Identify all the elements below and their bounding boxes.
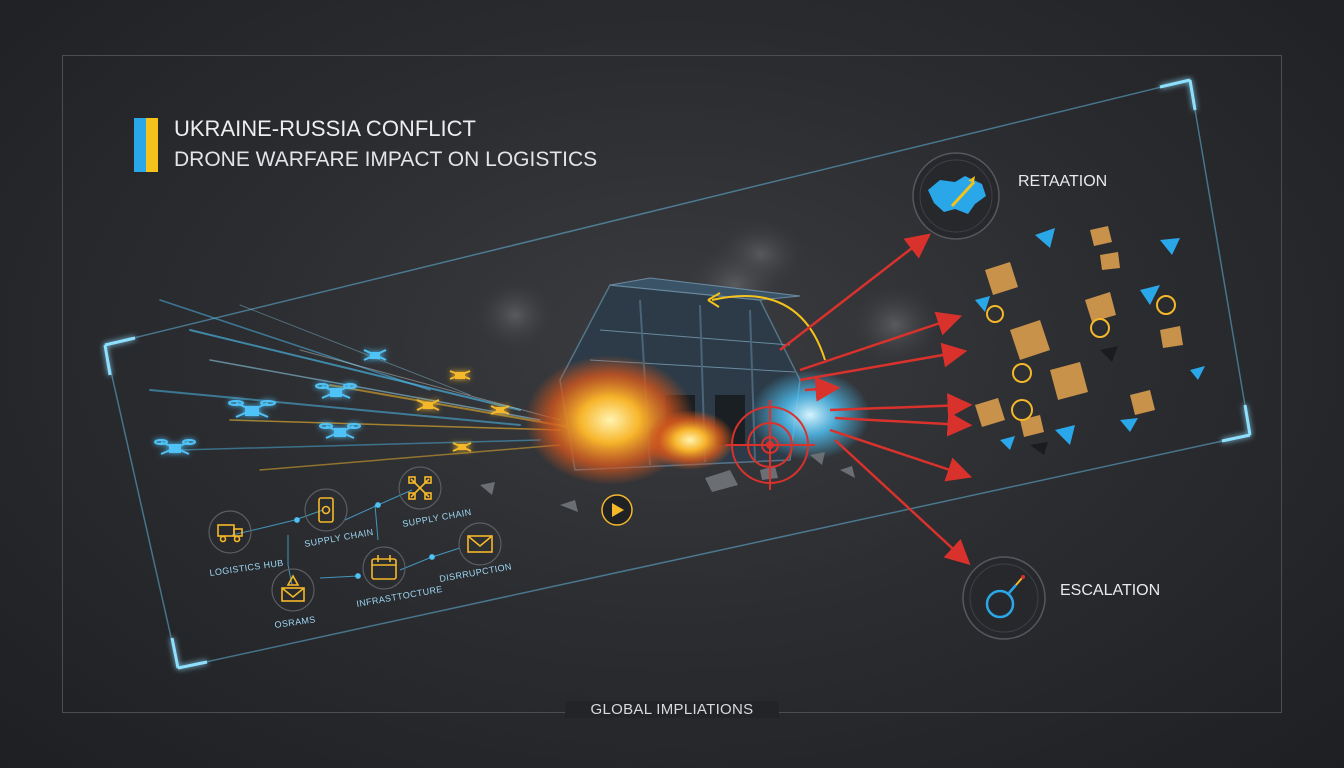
yellow-cycle-arrow — [707, 292, 826, 361]
supply-label-logistics-hub: LOGISTICS HUB — [209, 558, 284, 578]
mail-icon — [458, 522, 502, 566]
drone-icon — [228, 400, 276, 418]
drone-icon — [154, 439, 196, 455]
escalation-node — [962, 556, 1046, 640]
supply-label-supply-chain-2: SUPPLY CHAIN — [402, 507, 473, 529]
ukraine-map-icon — [928, 176, 986, 214]
drone-speed-streaks — [149, 299, 576, 471]
supply-labels: LOGISTICS HUB SUPPLY CHAIN SUPPLY CHAIN … — [209, 507, 513, 630]
scattered-goods — [975, 226, 1205, 455]
page-subtitle: DRONE WARFARE IMPACT ON LOGISTICS — [174, 148, 598, 171]
bomb-icon — [985, 575, 1025, 619]
drone-icon — [319, 423, 361, 439]
truck-icon — [208, 510, 252, 554]
ground-debris — [480, 452, 855, 512]
escalation-label: ESCALATION — [1060, 582, 1161, 599]
explosion-fire — [525, 355, 735, 485]
tilted-panel — [103, 78, 1252, 670]
drone-icon — [363, 349, 387, 361]
smartphone-icon — [304, 488, 348, 532]
ukraine-flag-icon — [134, 118, 160, 172]
warning-envelope-icon — [271, 568, 315, 612]
footer-label-text: GLOBAL IMPLIATIONS — [564, 701, 780, 718]
supply-icons — [208, 466, 502, 612]
supply-label-supply-chain-1: SUPPLY CHAIN — [304, 527, 375, 549]
drone-icon — [490, 405, 510, 415]
retaliation-node — [912, 152, 1000, 240]
drone-icon — [416, 399, 440, 411]
target-reticle-icon — [725, 400, 815, 490]
supply-label-osrams: OSRAMS — [274, 614, 316, 630]
page-title: UKRAINE-RUSSIA CONFLICT — [174, 116, 476, 141]
play-icon — [601, 494, 633, 526]
drone-swarm — [154, 349, 510, 455]
retaliation-label: RETAATION — [1018, 173, 1108, 190]
drone-icon — [452, 442, 472, 452]
footer-label: GLOBAL IMPLIATIONS — [0, 701, 1344, 718]
drone-icon — [449, 370, 471, 380]
drone-icon — [315, 383, 357, 399]
calendar-icon — [362, 546, 406, 590]
impact-arrows — [779, 233, 973, 566]
supply-label-infrastructure: INFRASTTOCTURE — [356, 584, 444, 609]
network-icon — [398, 466, 442, 510]
